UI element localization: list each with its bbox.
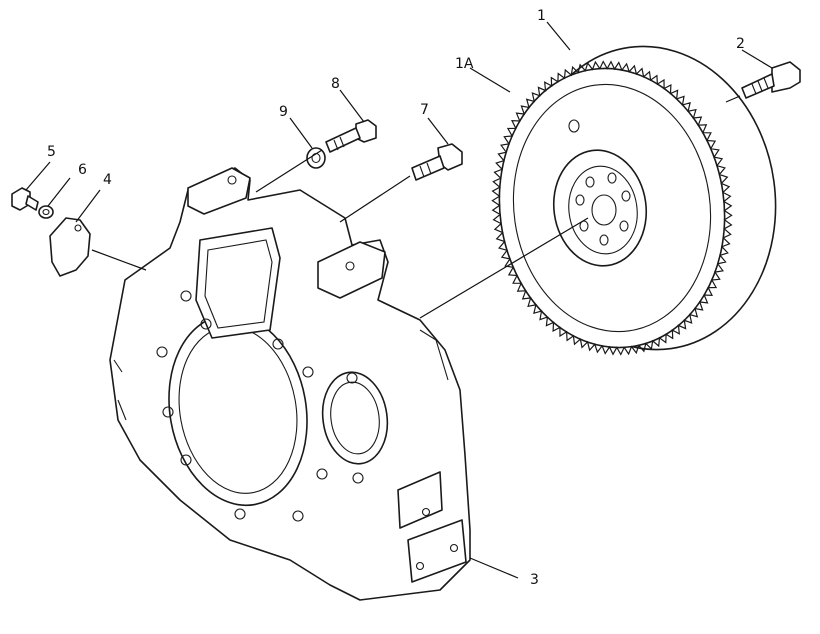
callout-5: 5: [47, 144, 56, 160]
callout-labels: 1 1A 2 3 4 5 6 7 8 9: [47, 8, 745, 588]
housing-bolt-7: [411, 143, 463, 181]
callout-leaders: [25, 21, 773, 579]
housing-bolt-8: [325, 119, 377, 153]
ring-gear-tooth-profile: [491, 60, 733, 356]
callout-1: 1: [537, 8, 546, 24]
flywheel-housing: [109, 167, 471, 601]
callout-1a: 1A: [455, 56, 474, 72]
callout-2: 2: [736, 36, 745, 52]
callout-4: 4: [103, 172, 112, 188]
callout-9: 9: [279, 104, 288, 120]
flywheel-bolt: [741, 61, 801, 99]
callout-3: 3: [530, 572, 539, 588]
cover-bolt: [11, 187, 39, 211]
washer-9: [306, 147, 326, 169]
ring-gear-teeth: [491, 60, 733, 356]
callout-8: 8: [331, 76, 340, 92]
lock-washer: [38, 205, 54, 219]
flywheel: [491, 45, 777, 356]
housing-bolt-holes: [156, 290, 364, 522]
callout-7: 7: [420, 102, 429, 118]
inspection-cover: [49, 217, 91, 277]
callout-6: 6: [78, 162, 87, 178]
assembly-lines: [91, 95, 741, 319]
